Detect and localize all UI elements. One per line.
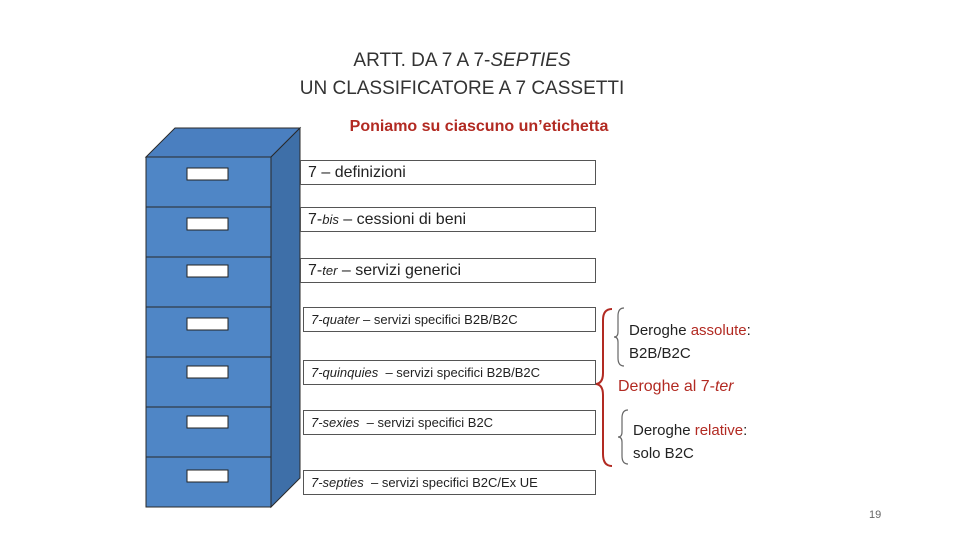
drawer-label-6: 7-sexies – servizi specifici B2C xyxy=(303,410,596,435)
drawer-4 xyxy=(146,307,271,357)
drawer-label-3: 7-ter – servizi generici xyxy=(300,258,596,283)
cabinet-side xyxy=(271,128,300,507)
drawer-label-4: 7-quater – servizi specifici B2B/B2C xyxy=(303,307,596,332)
drawer-label-2: 7-bis – cessioni di beni xyxy=(300,207,596,232)
note-deroghe-al-ter: Deroghe al 7-ter xyxy=(618,375,734,398)
drawer-6 xyxy=(146,407,271,457)
drawer-label-7: 7-septies – servizi specifici B2C/Ex UE xyxy=(303,470,596,495)
drawer-5 xyxy=(146,357,271,407)
brace-assolute xyxy=(614,308,624,366)
note-deroghe-assolute: Deroghe assolute: B2B/B2C xyxy=(629,319,751,365)
drawer-label-1: 7 – definizioni xyxy=(300,160,596,185)
drawer-handle xyxy=(187,168,228,180)
drawer-7 xyxy=(146,457,271,507)
drawer-3 xyxy=(146,257,271,307)
brace-deroghe-ter xyxy=(595,309,612,466)
drawer-handle xyxy=(187,265,228,277)
note-deroghe-relative: Deroghe relative: solo B2C xyxy=(633,419,747,465)
brace-relative xyxy=(618,410,628,464)
drawer-handle xyxy=(187,218,228,230)
drawer-1 xyxy=(146,157,271,207)
drawer-handle xyxy=(187,318,228,330)
drawer-handle xyxy=(187,416,228,428)
page-number: 19 xyxy=(869,509,881,521)
drawer-handle xyxy=(187,366,228,378)
drawer-label-5: 7-quinquies – servizi specifici B2B/B2C xyxy=(303,360,596,385)
drawer-handle xyxy=(187,470,228,482)
drawer-2 xyxy=(146,207,271,257)
